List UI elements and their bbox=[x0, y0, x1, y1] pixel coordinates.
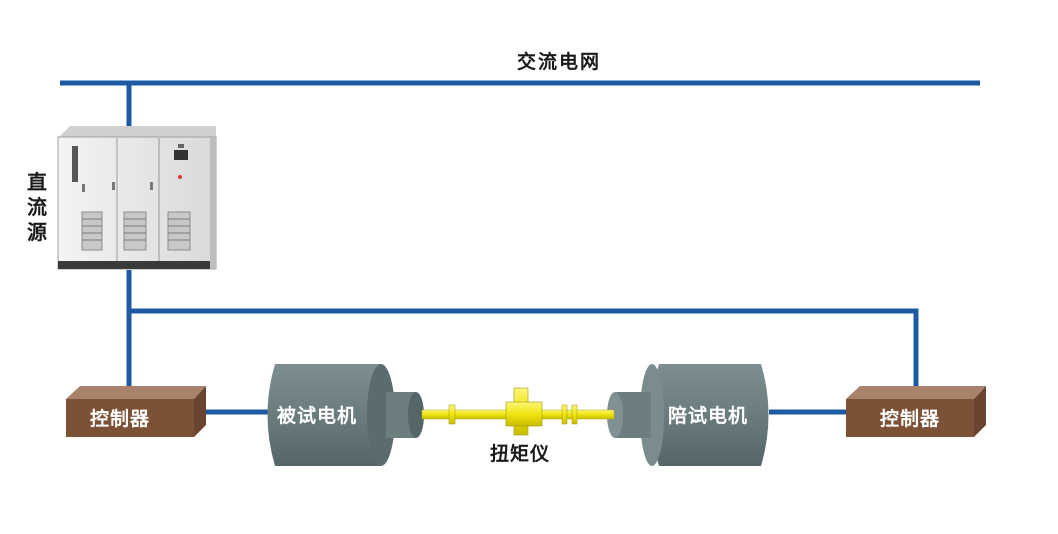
test-motor-label: 被试电机 bbox=[277, 405, 358, 427]
left-controller-label: 控制器 bbox=[90, 408, 151, 430]
right-controller-box bbox=[846, 386, 986, 437]
test-motor bbox=[267, 364, 424, 466]
load-motor-label: 陪试电机 bbox=[668, 405, 749, 427]
left-controller-box bbox=[66, 386, 206, 437]
dc-source-cabinet bbox=[57, 126, 217, 270]
shaft-coupling-right-a bbox=[561, 404, 568, 425]
bus-lines bbox=[60, 80, 980, 415]
torque-meter-label: 扭矩仪 bbox=[490, 443, 551, 465]
dc-bus-line bbox=[129, 308, 919, 388]
dc-source-label: 直流源 bbox=[27, 170, 47, 244]
torque-meter-hub bbox=[505, 401, 543, 427]
ac-grid-label: 交流电网 bbox=[517, 51, 602, 73]
shaft-coupling-right-b bbox=[571, 404, 578, 425]
load-motor bbox=[607, 364, 769, 466]
shaft-coupling-left bbox=[448, 404, 456, 425]
shaft-assembly bbox=[421, 387, 615, 436]
right-controller-label: 控制器 bbox=[880, 408, 941, 430]
